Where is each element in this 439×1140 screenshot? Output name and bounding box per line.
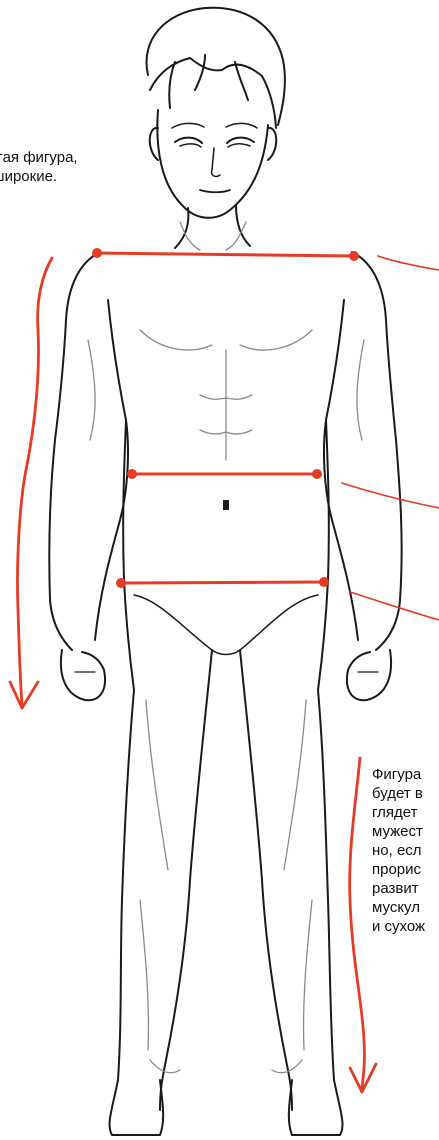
caption-line: истая фигура, [0, 148, 78, 167]
waist-dot-left [127, 469, 137, 479]
leg-arrow [350, 758, 365, 1088]
measurement-annotations [10, 248, 439, 1092]
arm-arrow [17, 258, 52, 705]
waist-pointer [342, 483, 439, 508]
caption-line: развит [372, 879, 425, 898]
caption-line: прорис [372, 860, 425, 879]
shoulder-dot-right [349, 251, 359, 261]
hip-line [121, 582, 324, 583]
caption-line: будет в [372, 784, 425, 803]
figure-sketch [49, 8, 401, 1135]
caption-line: но, есл [372, 841, 425, 860]
caption-line: и широкие. [0, 167, 78, 186]
caption-line: Фигура [372, 765, 425, 784]
hip-dot-left [116, 578, 126, 588]
caption-bottom: Фигура будет в глядет мужест но, есл про… [372, 765, 425, 936]
caption-line: глядет [372, 803, 425, 822]
shoulder-pointer [378, 256, 439, 270]
arm-arrow-head [10, 682, 38, 708]
caption-line: мускул [372, 898, 425, 917]
caption-top: истая фигура, и широкие. [0, 148, 78, 186]
caption-line: и сухож [372, 917, 425, 936]
caption-line: мужест [372, 822, 425, 841]
hip-pointer [350, 592, 439, 620]
shoulder-dot-left [92, 248, 102, 258]
hip-dot-right [319, 577, 329, 587]
shoulder-line [97, 253, 354, 256]
waist-dot-right [312, 469, 322, 479]
